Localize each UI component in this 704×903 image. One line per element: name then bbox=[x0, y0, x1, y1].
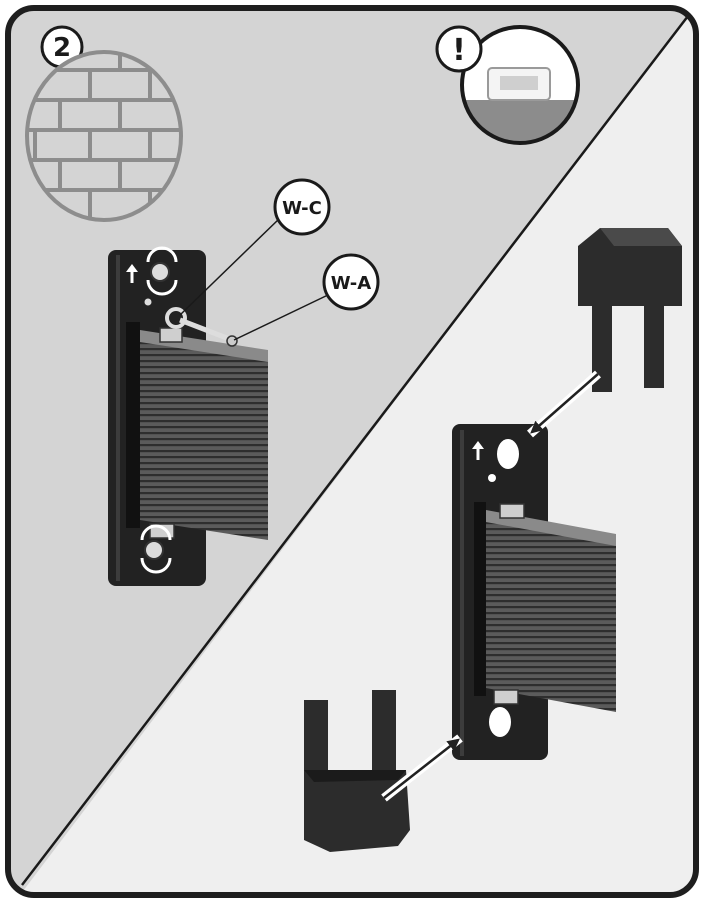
notice-symbol: ! bbox=[452, 33, 466, 68]
decking-board bbox=[140, 340, 268, 540]
callout-wa-label: W-A bbox=[331, 273, 372, 294]
diagonal-divider bbox=[21, 15, 689, 886]
left-bracket-assembly bbox=[108, 246, 268, 586]
up-arrow-icon bbox=[126, 264, 138, 283]
screw-top bbox=[150, 262, 170, 282]
warning-exclamation-icon bbox=[435, 25, 483, 73]
step-badge: 2 bbox=[40, 25, 84, 69]
step-number: 2 bbox=[53, 33, 71, 63]
callout-wa: W-A bbox=[233, 253, 380, 341]
right-bracket-assembly bbox=[452, 424, 616, 760]
screw-bottom bbox=[144, 540, 164, 560]
end-cap-top bbox=[578, 228, 682, 392]
brick-wall-icon bbox=[25, 50, 183, 222]
rotate-arrow-icon bbox=[140, 246, 178, 574]
clip-ring bbox=[165, 307, 187, 329]
insert-arrow-icon bbox=[381, 370, 601, 802]
decking-board-right bbox=[486, 520, 616, 712]
up-arrow-icon-right bbox=[472, 441, 484, 460]
callout-wc: W-C bbox=[179, 178, 331, 316]
frame-border bbox=[5, 5, 699, 898]
bolt bbox=[179, 317, 233, 343]
end-cap-bottom bbox=[304, 690, 410, 852]
callout-wc-label: W-C bbox=[282, 198, 322, 219]
